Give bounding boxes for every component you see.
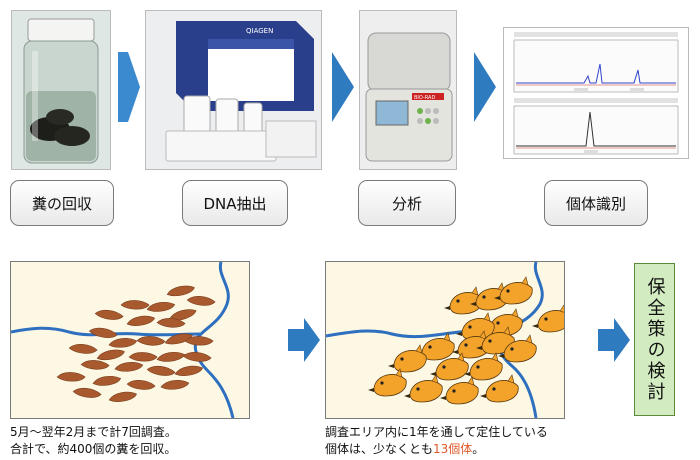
- mongoose-icon: [498, 334, 537, 363]
- feces-icon: [128, 352, 158, 362]
- feces-icon: [160, 380, 190, 390]
- feces-icon: [96, 349, 125, 361]
- feces-icon: [136, 336, 166, 346]
- mongoose-icon: [494, 276, 533, 305]
- step-label-text: 個体識別: [565, 194, 626, 213]
- feces-icon: [164, 333, 193, 345]
- mongoose-icon: [452, 330, 491, 359]
- conclusion-box: 保全策の検討: [634, 263, 675, 416]
- mongoose-icon: [388, 344, 427, 373]
- feces-icon: [174, 365, 203, 376]
- dna-kit-photo: QIAGEN: [145, 10, 322, 170]
- feces-icon: [56, 372, 86, 382]
- right-caption-line1: 調査エリア内に1年を通して定住している: [325, 425, 548, 439]
- feces-icon: [80, 360, 110, 370]
- mongoose-icon: [444, 286, 483, 315]
- left-caption-line2: 合計で、約400個の糞を回収。: [10, 442, 177, 456]
- feces-icon: [126, 315, 155, 326]
- feces-icon: [108, 338, 138, 348]
- feces-icon: [166, 285, 195, 297]
- arrow-right-icon: [118, 52, 140, 122]
- feces-icon: [94, 309, 124, 320]
- mongoose-icon: [404, 374, 443, 403]
- mongoose-icon: [464, 352, 503, 381]
- analyzer-brand-label: BIO-RAD: [414, 95, 435, 101]
- right-caption-suffix: 。: [472, 442, 485, 456]
- electropherogram-photo: [503, 27, 689, 159]
- feces-distribution-map: [10, 261, 250, 419]
- step-label-individual-identification: 個体識別: [544, 180, 648, 226]
- mongoose-icon: [480, 374, 519, 403]
- feces-icon: [92, 375, 122, 386]
- step-label-text: DNA抽出: [203, 194, 267, 213]
- kit-box-label: QIAGEN: [246, 27, 273, 35]
- feces-jar-photo: [11, 10, 111, 170]
- conclusion-text: 保全策の検討: [644, 276, 666, 403]
- feces-icon: [182, 352, 212, 362]
- mongoose-icon: [430, 352, 469, 381]
- mongoose-icon: [456, 312, 495, 341]
- feces-icon: [126, 380, 156, 390]
- feces-icon: [186, 296, 216, 306]
- step-label-text: 糞の回収: [31, 194, 92, 213]
- step-label-text: 分析: [391, 194, 422, 213]
- step-label-feces-collection: 糞の回収: [10, 180, 114, 226]
- feces-icon: [146, 365, 176, 376]
- feces-icon: [146, 301, 176, 312]
- pcr-analyzer-photo: BIO-RAD: [359, 10, 457, 170]
- left-caption: 5月～翌年2月まで計7回調査。 合計で、約400個の糞を回収。: [10, 424, 177, 458]
- right-caption-prefix: 個体は、少なくとも: [325, 442, 434, 456]
- left-caption-line1: 5月～翌年2月まで計7回調査。: [10, 425, 177, 439]
- step-label-analysis: 分析: [358, 180, 456, 226]
- resident-mongoose-map: [325, 261, 565, 419]
- arrow-right-icon: [474, 52, 496, 122]
- arrow-right-icon: [598, 318, 630, 362]
- arrow-right-icon: [332, 52, 354, 122]
- feces-icon: [108, 391, 137, 402]
- step-label-dna-extraction: DNA抽出: [182, 180, 288, 226]
- arrow-right-icon: [288, 318, 320, 362]
- right-caption: 調査エリア内に1年を通して定住している 個体は、少なくとも13個体。: [325, 424, 548, 458]
- feces-icon: [114, 362, 144, 372]
- feces-icon: [156, 318, 186, 328]
- feces-icon: [156, 351, 186, 362]
- mongoose-icon: [440, 376, 479, 405]
- feces-icon: [120, 300, 150, 310]
- feces-icon: [68, 344, 98, 354]
- feces-icon: [88, 327, 118, 338]
- feces-icon: [72, 387, 102, 398]
- individual-count-highlight: 13個体: [433, 442, 473, 456]
- mongoose-icon: [368, 368, 407, 397]
- right-caption-line2: 個体は、少なくとも13個体。: [325, 441, 548, 458]
- mongoose-icon: [532, 304, 564, 333]
- feces-icon: [184, 336, 214, 346]
